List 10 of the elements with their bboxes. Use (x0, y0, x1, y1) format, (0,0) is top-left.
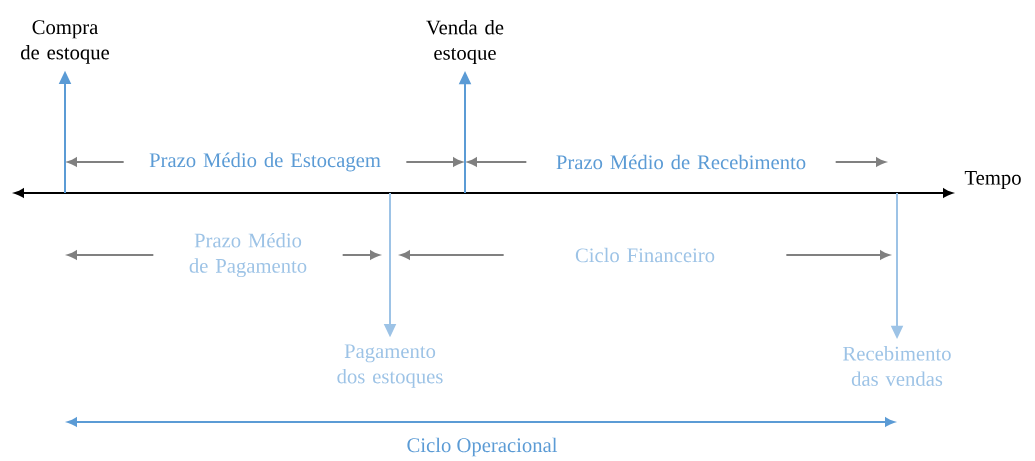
dimension-label: Ciclo Financeiro (503, 246, 787, 264)
axis-label: Tempo (964, 171, 1021, 189)
event-label: Recebimento das vendas (843, 346, 951, 386)
dimension-label: Prazo Médio de Pagamento (153, 231, 343, 279)
dimension-label: Ciclo Operacional (407, 437, 558, 457)
event-label: Pagamento dos estoques (337, 344, 443, 388)
event-label: Venda de estoque (426, 19, 504, 65)
event-label: Compra de estoque (21, 20, 110, 64)
dimension-label: Prazo Médio de Recebimento (526, 153, 836, 171)
dimension-label: Prazo Médio de Estocagem (123, 151, 407, 173)
